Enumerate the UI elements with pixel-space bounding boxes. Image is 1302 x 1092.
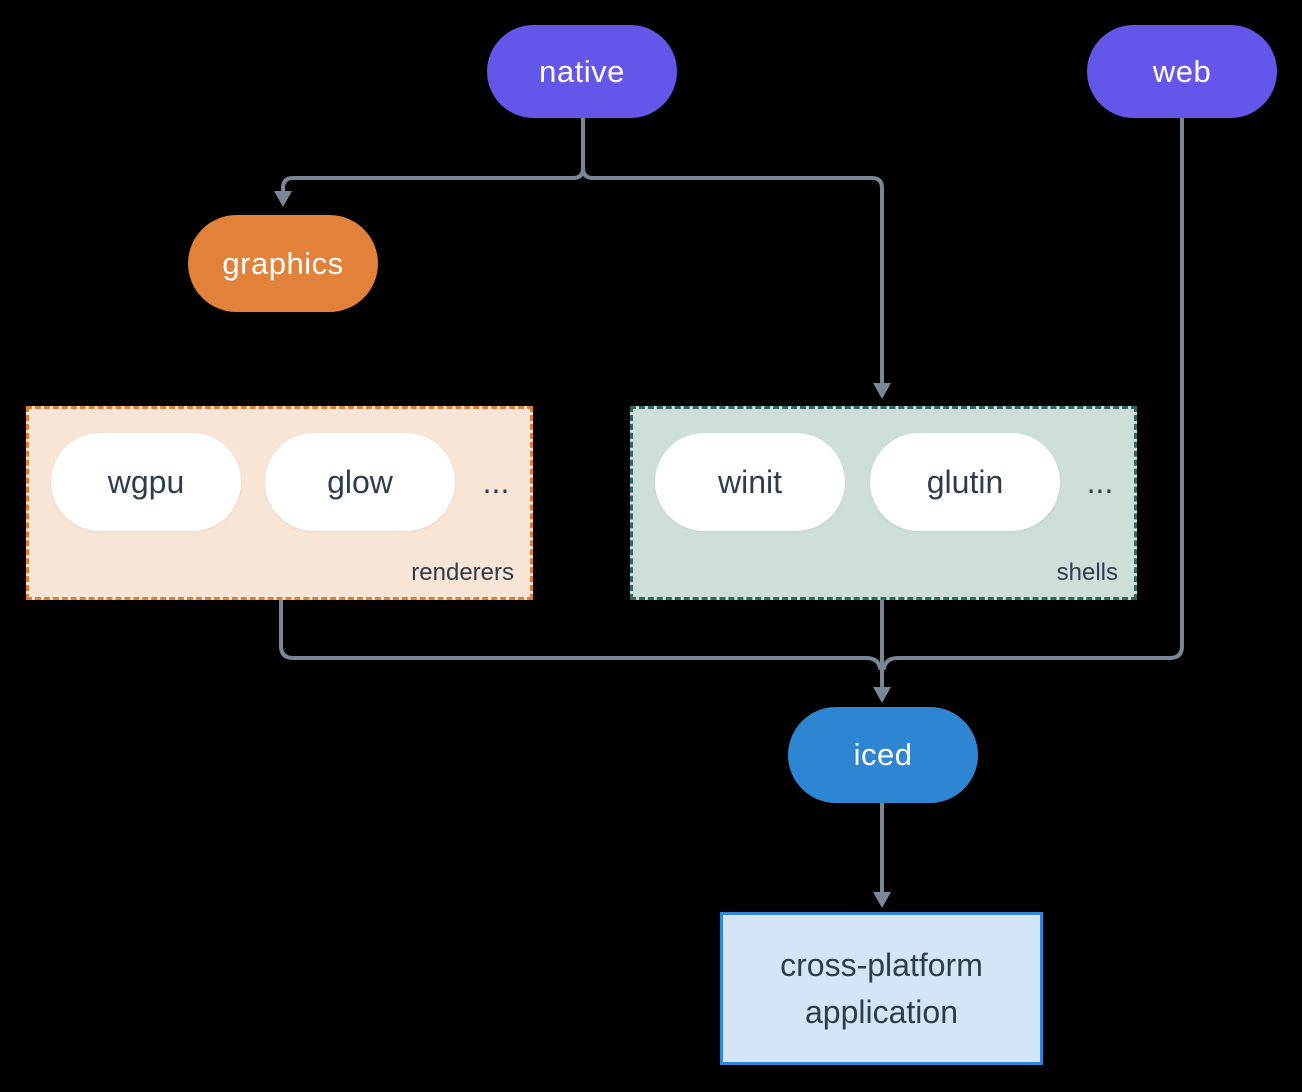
node-iced-label: iced (853, 737, 913, 772)
edge-renderers-iced (279, 598, 882, 670)
shells-ellipsis: ... (1086, 463, 1114, 500)
group-shells: winit glutin ... shells (630, 406, 1137, 600)
renderers-ellipsis: ... (482, 463, 510, 500)
node-winit-label: winit (717, 463, 782, 500)
node-cross-platform-application: cross-platform application (720, 912, 1043, 1065)
group-renderers: wgpu glow ... renderers (26, 406, 533, 600)
app-box-label: cross-platform application (780, 946, 983, 1030)
node-glutin-label: glutin (926, 463, 1004, 500)
node-graphics-label: graphics (222, 245, 344, 281)
node-wgpu-label: wgpu (107, 463, 185, 500)
node-iced: iced (788, 707, 978, 803)
arrowhead-shells (873, 383, 891, 399)
node-glow: glow (265, 433, 455, 531)
shells-group-label: shells (1056, 559, 1118, 586)
node-winit: winit (655, 433, 845, 531)
node-wgpu: wgpu (51, 433, 241, 531)
node-graphics: graphics (188, 215, 378, 312)
arrowhead-iced (873, 687, 891, 703)
renderers-group-label: renderers (411, 559, 514, 586)
arrowhead-app (873, 892, 891, 908)
arrowhead-graphics (274, 191, 292, 207)
node-web: web (1087, 25, 1277, 118)
edge-native-shells (581, 166, 884, 390)
edge-native-graphics (281, 116, 585, 198)
node-glutin: glutin (870, 433, 1060, 531)
node-web-label: web (1152, 53, 1212, 89)
node-native: native (487, 25, 677, 118)
node-glow-label: glow (327, 463, 393, 500)
node-native-label: native (539, 53, 625, 89)
